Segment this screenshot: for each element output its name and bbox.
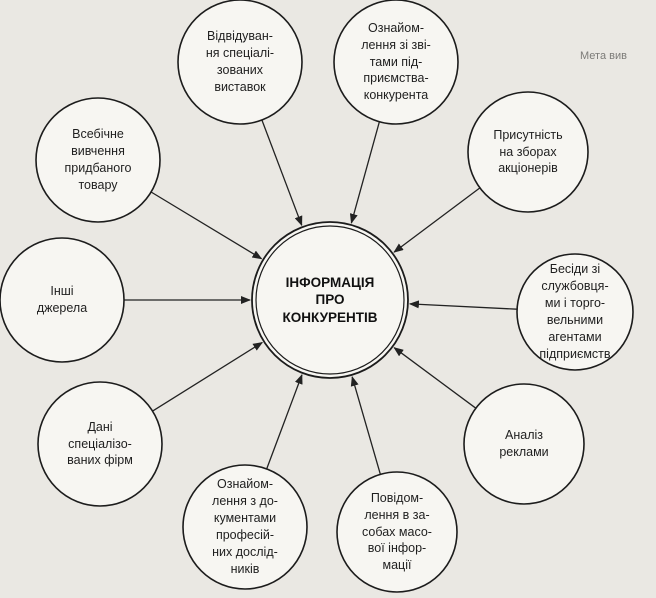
arrow-reports bbox=[349, 121, 381, 224]
source-label-firms: Дані спеціалізо- ваних фірм bbox=[67, 419, 133, 468]
arrow-research bbox=[266, 373, 303, 470]
source-node-conversations bbox=[516, 253, 634, 371]
source-label-other: Інші джерела bbox=[36, 284, 88, 315]
center-node-circle bbox=[251, 221, 409, 379]
source-node-product bbox=[35, 97, 161, 223]
source-label-shareholders: Присутність на зборах акціонерів bbox=[493, 127, 563, 176]
source-label-conversations: Бесіди зі службовця- ми і торго- вельним… bbox=[539, 262, 611, 361]
arrow-conversations bbox=[408, 300, 518, 310]
source-label-research: Ознайом- лення з до- кументами професій-… bbox=[212, 477, 278, 576]
arrow-firms bbox=[152, 341, 264, 412]
source-node-other bbox=[0, 237, 125, 363]
center-node-label: ІНФОРМАЦІЯ ПРО КОНКУРЕНТІВ bbox=[282, 274, 378, 325]
source-node-research bbox=[182, 464, 308, 590]
arrow-shareholders bbox=[393, 187, 481, 253]
source-label-media: Повідом- лення в за- собах масо- вої інф… bbox=[362, 490, 432, 573]
arrow-advertising bbox=[393, 347, 477, 409]
arrow-product bbox=[150, 191, 263, 260]
arrow-exhibitions bbox=[261, 119, 303, 227]
source-node-exhibitions bbox=[177, 0, 303, 125]
source-label-product: Всебічне вивчення придбаного товару bbox=[64, 127, 132, 192]
source-label-exhibitions: Відвідуван- ня спеціалі- зованих виставо… bbox=[205, 29, 275, 94]
background-margin-text: Мета вив bbox=[580, 50, 627, 62]
arrow-media bbox=[350, 375, 382, 475]
source-label-reports: Ознайом- лення зі зві- тами під- приємст… bbox=[361, 20, 431, 103]
source-node-advertising bbox=[463, 383, 585, 505]
source-node-shareholders bbox=[467, 91, 589, 213]
source-node-reports bbox=[333, 0, 459, 125]
source-label-advertising: Аналіз реклами bbox=[499, 428, 549, 459]
center-node-inner-ring bbox=[255, 225, 405, 375]
source-node-media bbox=[336, 471, 458, 593]
source-node-firms bbox=[37, 381, 163, 507]
